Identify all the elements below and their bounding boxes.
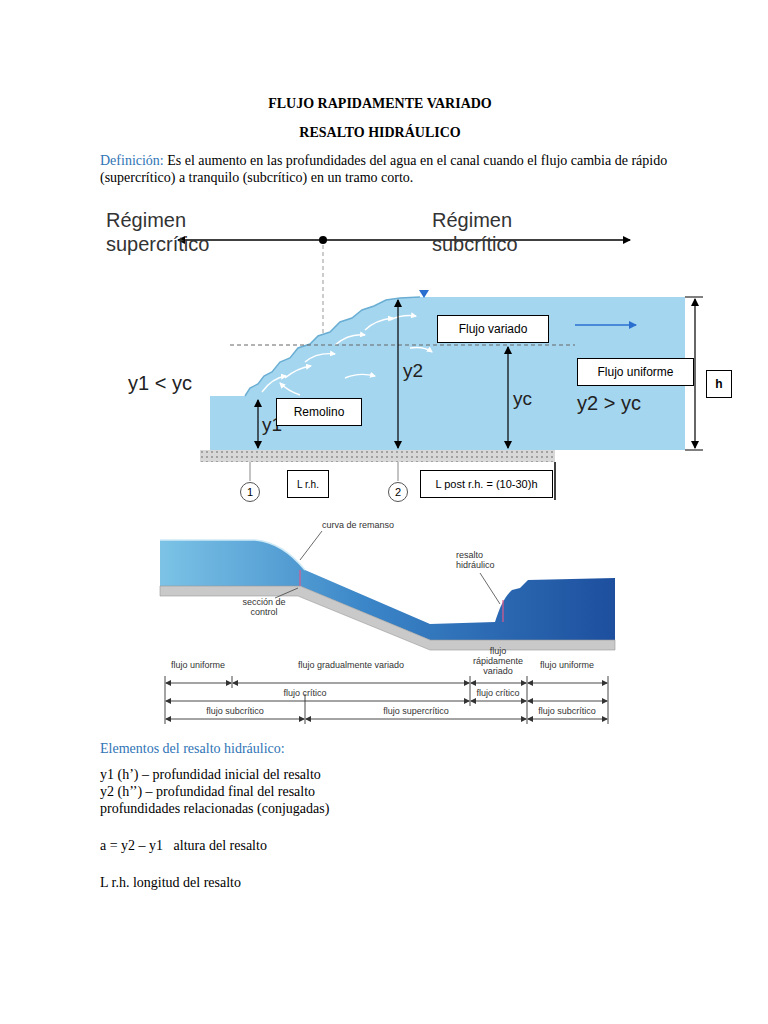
callout-circle: 2	[388, 482, 408, 502]
regime-label: Régimen subcrítico	[432, 208, 572, 256]
zone-label: flujo uniforme	[528, 660, 606, 670]
box-text: 2	[395, 486, 401, 498]
zone-label: flujo rápidamente variado	[470, 646, 526, 676]
zone-label: flujo subcrítico	[528, 706, 606, 716]
page-title: FLUJO RAPIDAMENTE VARIADO	[0, 95, 764, 112]
element-line: a = y2 – y1 altura del resalto	[100, 837, 600, 854]
box-text: Flujo variado	[459, 322, 528, 336]
element-line: profundidades relacionadas (conjugadas)	[100, 800, 600, 817]
regime-label: Régimen supercrítico	[106, 208, 256, 256]
box-text: h	[715, 377, 722, 391]
depth-label: y2	[403, 360, 433, 382]
section-heading: Elementos del resalto hidráulico:	[100, 740, 500, 757]
channel-profile	[160, 531, 615, 724]
box-text: L post r.h. = (10-30)h	[435, 478, 537, 490]
zone-label: flujo crítico	[470, 688, 526, 698]
label-box: L r.h.	[287, 470, 329, 498]
box-text: Remolino	[294, 405, 345, 419]
definition-term: Definición:	[100, 153, 164, 168]
label-box: Remolino	[276, 398, 362, 426]
callout-label: sección de control	[236, 597, 292, 617]
zone-label: flujo gradualmente variado	[286, 660, 416, 670]
zone-label: flujo subcrítico	[175, 706, 295, 716]
zone-label: flujo crítico	[265, 688, 345, 698]
depth-label: yc	[513, 388, 543, 410]
element-line: y1 (h’) – profundidad inicial del resalt…	[100, 766, 600, 783]
box-text: 1	[247, 486, 253, 498]
definition-paragraph: Definición: Es el aumento en las profund…	[100, 152, 672, 186]
label-box: Flujo uniforme	[577, 358, 694, 386]
callout-label: curva de remanso	[322, 520, 402, 530]
jump-diagram	[178, 236, 703, 500]
zone-label: flujo supercrítico	[341, 706, 491, 716]
element-line: L r.h. longitud del resalto	[100, 874, 600, 891]
subtitle: RESALTO HIDRÁULICO	[0, 124, 764, 141]
callout-circle: 1	[240, 482, 260, 502]
callout-label: resalto hidráulico	[456, 550, 506, 570]
definition-text: Es el aumento en las profundidades del a…	[100, 153, 667, 185]
label-box: L post r.h. = (10-30)h	[420, 470, 553, 498]
label-box: Flujo variado	[437, 315, 549, 343]
depth-relation: y1 < yc	[128, 372, 218, 395]
label-box: h	[706, 370, 732, 398]
depth-relation: y2 > yc	[577, 392, 677, 415]
box-text: Flujo uniforme	[597, 365, 673, 379]
element-line: y2 (h’’) – profundidad final del resalto	[100, 783, 600, 800]
zone-label: flujo uniforme	[165, 660, 231, 670]
box-text: L r.h.	[297, 479, 319, 490]
